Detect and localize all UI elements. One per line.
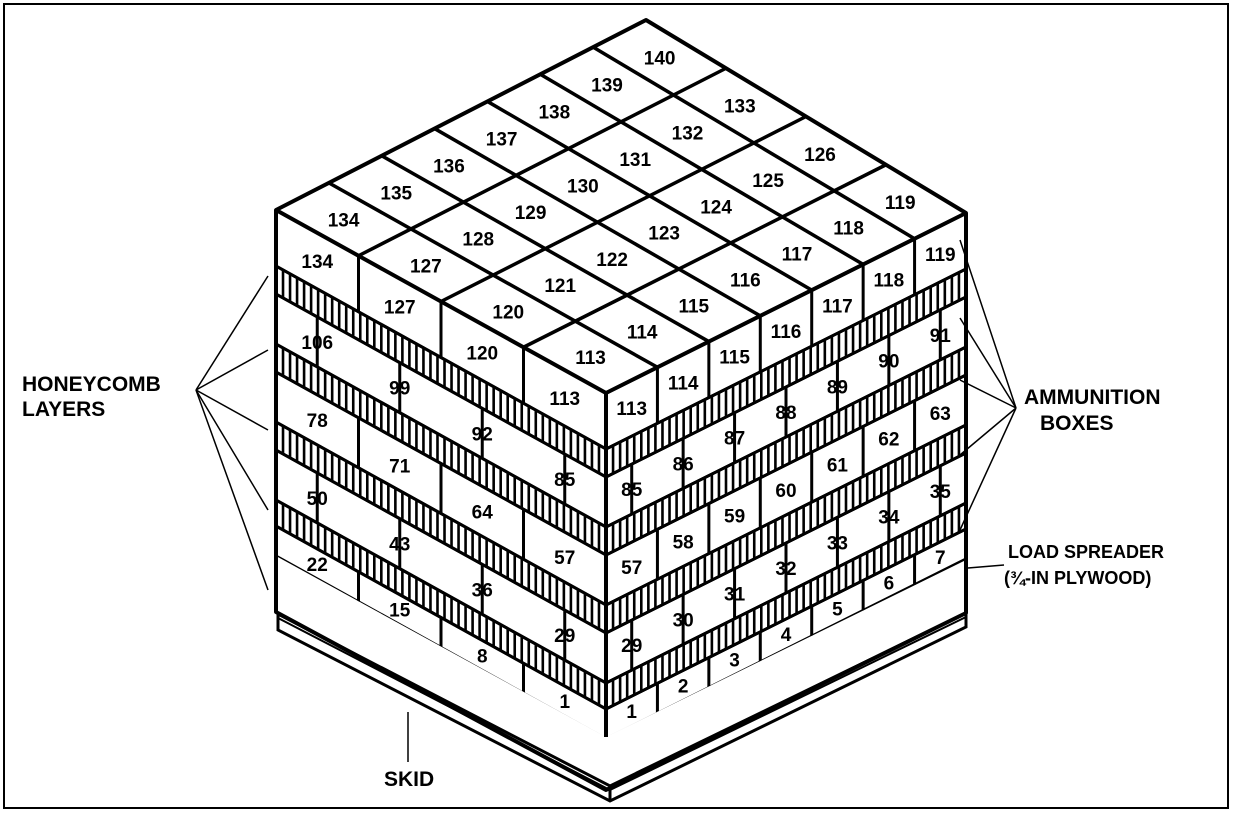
box-number-top: 127 (410, 256, 442, 277)
box-number-top: 121 (544, 276, 576, 297)
box-number-right: 86 (673, 454, 694, 475)
box-number-top: 120 (492, 302, 524, 323)
box-number-right: 113 (616, 399, 647, 420)
box-number-left: 8 (477, 646, 488, 667)
box-number-right: 6 (884, 574, 895, 595)
box-number-left: 36 (472, 580, 493, 601)
label-load-spreader: LOAD SPREADER (¾-IN PLYWOOD) (1004, 542, 1164, 588)
box-number-right: 60 (775, 481, 796, 502)
box-number-top: 129 (515, 203, 547, 224)
box-number-top: 131 (619, 150, 651, 171)
box-number-right: 88 (775, 403, 796, 424)
box-number-top: 138 (538, 103, 570, 124)
box-number-top: 119 (885, 193, 916, 214)
box-number-left: 92 (472, 424, 493, 445)
box-number-right: 29 (621, 636, 642, 657)
box-number-top: 128 (462, 230, 494, 251)
box-number-right: 59 (724, 507, 745, 528)
box-number-left: 22 (307, 555, 328, 576)
box-number-left: 134 (301, 252, 333, 273)
box-number-top: 130 (567, 177, 599, 198)
box-number-top: 124 (700, 197, 732, 218)
box-number-left: 15 (389, 601, 411, 622)
box-number-top: 126 (804, 145, 836, 166)
box-number-left: 99 (389, 379, 410, 400)
box-number-right: 91 (930, 326, 952, 347)
ammo-label-line1: AMMUNITION (1024, 386, 1160, 409)
box-number-right: 116 (771, 322, 802, 343)
spreader-label-line2: (¾-IN PLYWOOD) (1004, 568, 1151, 588)
box-number-right: 35 (930, 482, 952, 503)
box-number-right: 1 (626, 702, 637, 723)
box-number-top: 114 (627, 322, 658, 343)
box-number-top: 132 (672, 123, 704, 144)
box-number-top: 136 (433, 156, 465, 177)
box-number-right: 115 (719, 348, 750, 369)
box-number-right: 7 (935, 548, 946, 569)
box-number-right: 62 (878, 430, 899, 451)
box-number-left: 43 (389, 535, 410, 556)
box-number-right: 3 (729, 651, 740, 672)
box-number-right: 34 (878, 508, 900, 529)
box-number-right: 87 (724, 429, 745, 450)
box-number-right: 4 (781, 625, 792, 646)
box-number-top: 139 (591, 76, 623, 97)
box-number-right: 58 (673, 532, 694, 553)
box-number-left: 57 (554, 548, 575, 569)
box-number-left: 64 (472, 502, 494, 523)
box-number-left: 85 (554, 470, 576, 491)
box-number-left: 127 (384, 298, 416, 319)
box-number-right: 32 (775, 559, 796, 580)
box-number-top: 137 (486, 130, 518, 151)
spreader-label-line1: LOAD SPREADER (1008, 542, 1164, 562)
box-number-left: 29 (554, 626, 575, 647)
box-number-right: 57 (621, 558, 642, 579)
box-number-top: 134 (328, 210, 360, 231)
box-number-left: 71 (389, 457, 411, 478)
box-number-top: 123 (648, 224, 680, 245)
box-number-right: 30 (673, 610, 694, 631)
box-number-top: 115 (678, 296, 709, 317)
box-number-top: 116 (730, 271, 761, 292)
box-number-left: 106 (301, 333, 333, 354)
honeycomb-label-line1: HONEYCOMB (22, 373, 161, 396)
box-number-left: 50 (307, 489, 328, 510)
box-number-right: 31 (724, 585, 746, 606)
box-number-top: 122 (596, 250, 628, 271)
box-number-top: 133 (724, 97, 756, 118)
box-number-left: 1 (559, 692, 570, 713)
ammo-label-line2: BOXES (1040, 412, 1114, 435)
box-number-left: 113 (549, 389, 580, 410)
box-number-right: 2 (678, 676, 689, 697)
box-number-left: 120 (466, 343, 498, 364)
box-number-right: 118 (874, 271, 905, 292)
box-number-right: 114 (668, 373, 699, 394)
label-honeycomb-layers: HONEYCOMB LAYERS (22, 373, 161, 421)
box-number-top: 135 (380, 183, 412, 204)
box-number-right: 33 (827, 533, 848, 554)
box-number-top: 140 (644, 49, 676, 70)
box-number-right: 85 (621, 480, 643, 501)
box-number-right: 89 (827, 377, 848, 398)
box-number-left: 78 (307, 411, 328, 432)
honeycomb-label-line2: LAYERS (22, 398, 105, 421)
box-number-top: 118 (833, 219, 864, 240)
box-number-right: 61 (827, 455, 849, 476)
box-number-right: 117 (822, 296, 853, 317)
box-number-top: 125 (752, 171, 784, 192)
skid-label: SKID (384, 768, 434, 791)
box-number-top: 117 (782, 245, 813, 266)
label-ammunition-boxes: AMMUNITION BOXES (1024, 386, 1160, 435)
box-number-right: 90 (878, 352, 899, 373)
box-number-top: 113 (575, 348, 606, 369)
box-number-right: 119 (925, 245, 956, 266)
box-number-right: 5 (832, 599, 843, 620)
box-number-right: 63 (930, 404, 951, 425)
